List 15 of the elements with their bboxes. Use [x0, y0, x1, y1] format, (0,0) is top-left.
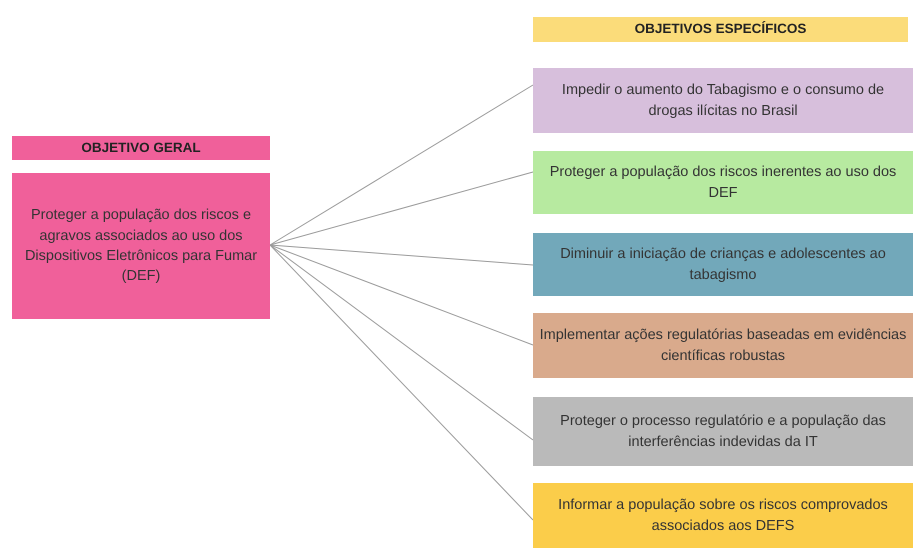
process-box: Informar a população sobre os riscos comprovados associados aos DEFS	[533, 483, 913, 548]
connector-line	[270, 244, 534, 520]
connector-line	[270, 172, 534, 246]
connector-line	[270, 244, 534, 440]
process-box: Proteger a população dos riscos inerentes ao uso dos DEF	[533, 151, 913, 214]
connector-line	[270, 84, 534, 246]
process-box: Proteger o processo regulatório e a população das interferências indevidas da IT	[533, 397, 913, 466]
header-bar: OBJETIVO GERAL	[12, 136, 270, 160]
header-bar: OBJETIVOS ESPECÍFICOS	[533, 17, 908, 42]
process-box: Proteger a população dos riscos e agravos associados ao uso dos Dispositivos Eletrônicos para Fumar (DEF)	[12, 173, 270, 319]
process-box: Diminuir a iniciação de crianças e adolescentes ao tabagismo	[533, 233, 913, 296]
process-box: Impedir o aumento do Tabagismo e o consumo de drogas ilícitas no Brasil	[533, 68, 913, 133]
process-box: Implementar ações regulatórias baseadas em evidências científicas robustas	[533, 313, 913, 378]
connector-line	[270, 244, 534, 346]
connector-line	[270, 244, 534, 266]
